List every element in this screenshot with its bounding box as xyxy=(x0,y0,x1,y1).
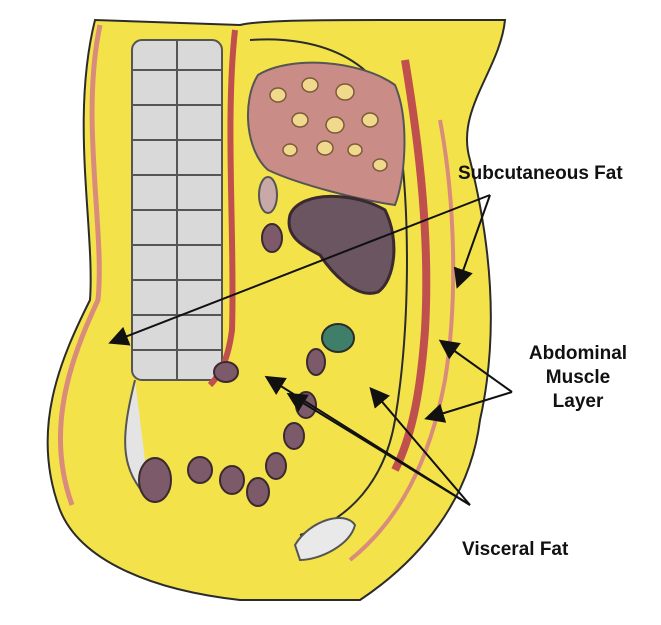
subcutaneous-fat-label: Subcutaneous Fat xyxy=(458,162,623,186)
kidney-organ xyxy=(259,177,277,213)
abdominal-label-line1: Abdominal xyxy=(518,342,638,366)
vessel-organ xyxy=(262,224,282,252)
abdominal-muscle-layer-label: Abdominal Muscle Layer xyxy=(518,342,638,414)
abdominal-label-line3: Layer xyxy=(518,390,638,414)
abdominal-label-line2: Muscle xyxy=(518,366,638,390)
gallbladder-organ xyxy=(322,324,354,352)
visceral-fat-label: Visceral Fat xyxy=(462,538,568,562)
